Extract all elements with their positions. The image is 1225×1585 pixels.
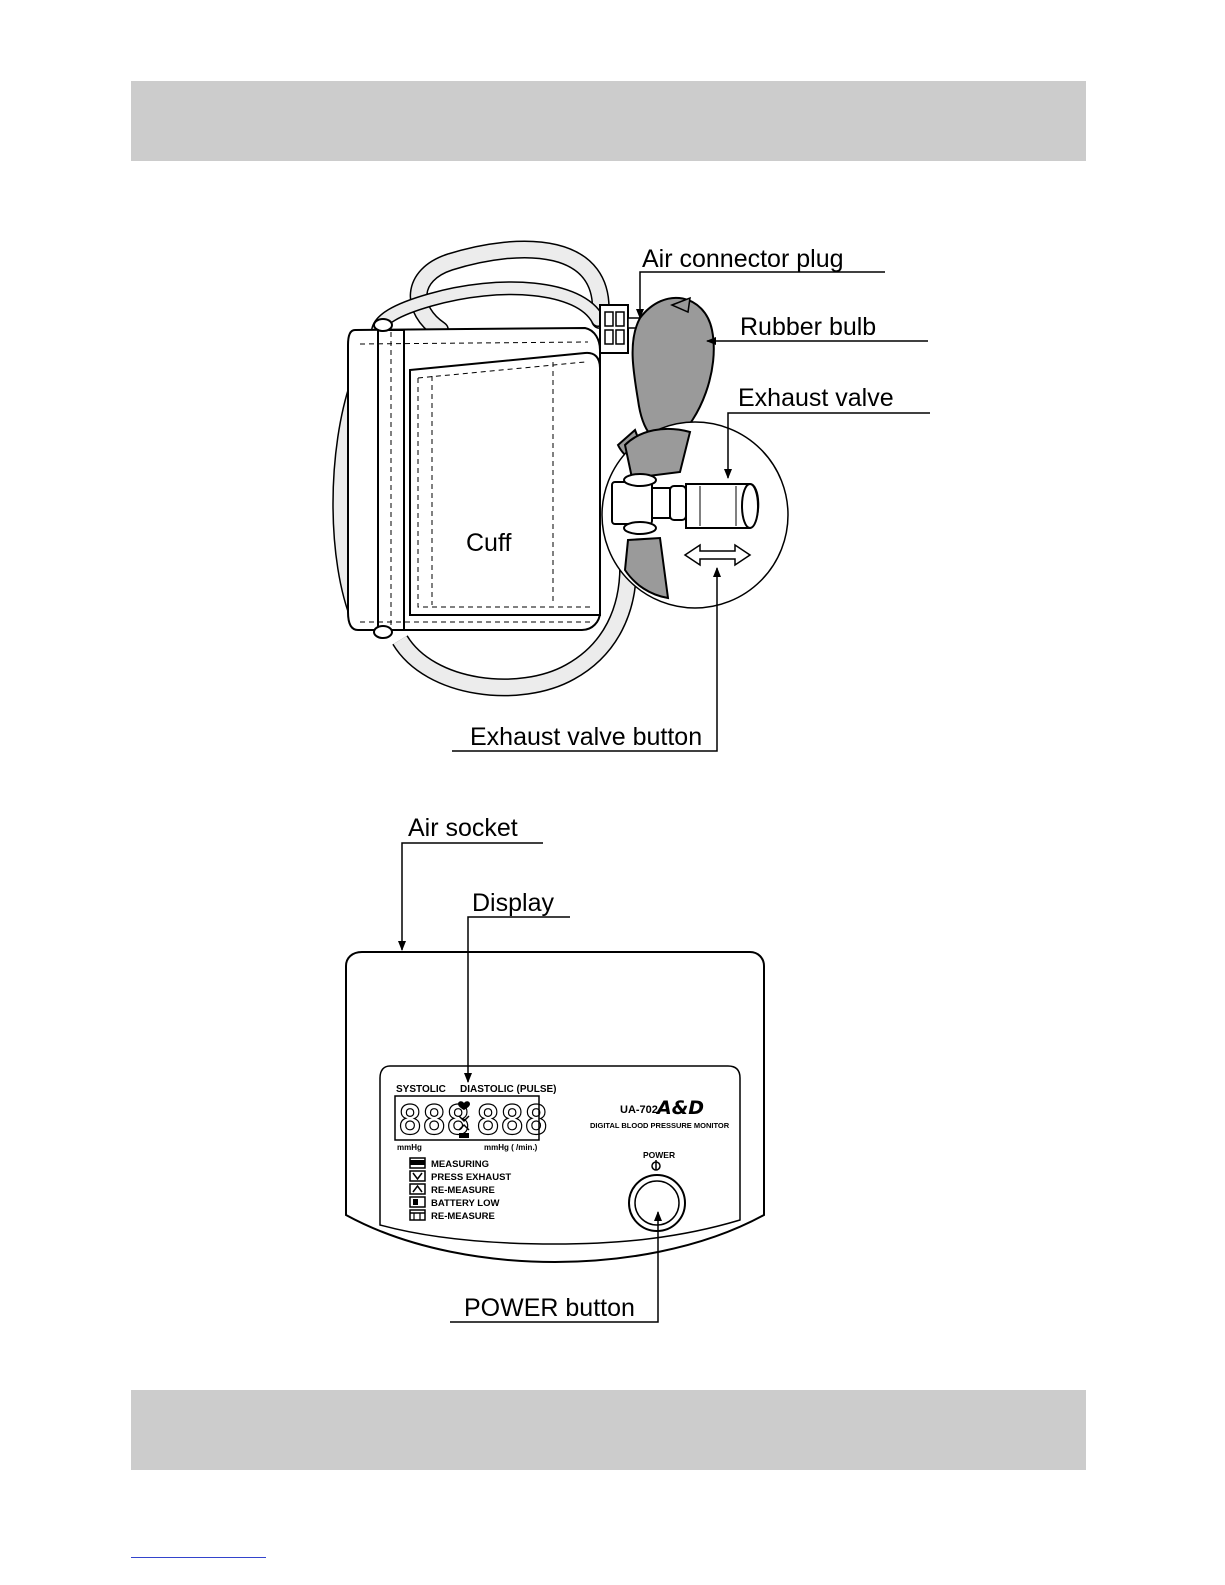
cuff-front-panel (410, 353, 600, 615)
label-exhaust-valve: Exhaust valve (738, 384, 894, 412)
model-name: UA-702 (620, 1104, 658, 1116)
label-cuff: Cuff (466, 529, 511, 557)
lcd-header-systolic: SYSTOLIC (396, 1084, 446, 1095)
legend-item: RE-MEASURE (431, 1211, 495, 1222)
exhaust-valve-magnified (602, 422, 788, 608)
lcd-header-diastolic: DIASTOLIC (PULSE) (460, 1084, 556, 1095)
label-air-socket: Air socket (408, 814, 518, 842)
lcd-digits-right: 888 (476, 1098, 548, 1144)
label-rubber-bulb: Rubber bulb (740, 313, 876, 341)
lcd-unit-left: mmHg (397, 1143, 422, 1152)
label-power-button: POWER button (464, 1294, 635, 1322)
re-measure-error-icon (410, 1210, 425, 1220)
legend-item: PRESS EXHAUST (431, 1172, 511, 1183)
legend-item: MEASURING (431, 1159, 489, 1170)
power-button[interactable] (629, 1175, 685, 1231)
main-unit-illustration: SYSTOLIC DIASTOLIC (PULSE) 888 888 mmHg … (346, 952, 764, 1262)
lcd-unit-right: mmHg ( /min.) (484, 1143, 538, 1152)
cuff-illustration (341, 249, 788, 687)
legend-item: RE-MEASURE (431, 1185, 495, 1196)
label-air-connector-plug: Air connector plug (642, 245, 844, 273)
power-label: POWER (643, 1150, 675, 1160)
product-name: DIGITAL BLOOD PRESSURE MONITOR (590, 1121, 730, 1130)
brand-logo: A&D (655, 1097, 704, 1119)
legend-item: BATTERY LOW (431, 1198, 499, 1209)
label-display: Display (472, 889, 554, 917)
label-exhaust-valve-button: Exhaust valve button (470, 723, 702, 751)
